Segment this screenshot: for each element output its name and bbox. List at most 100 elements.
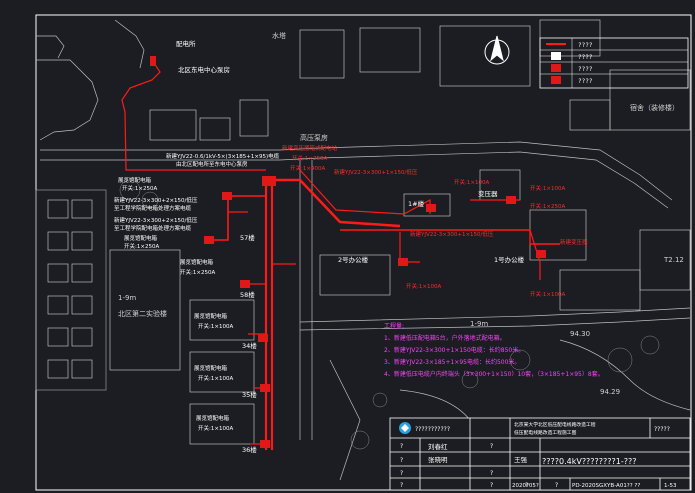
label-bldg-a: 1-9m [118, 294, 136, 302]
tree-hatch [119, 179, 660, 450]
title-drawing-title: ????0.4kV????????1-??? [542, 457, 637, 466]
svg-text:新建YJV22-0.6/1kV-5×(3×185+1×95): 新建YJV22-0.6/1kV-5×(3×185+1×95)电缆 [166, 152, 280, 160]
legend-box-symbol-2 [551, 64, 561, 72]
svg-text:开关:1×100A: 开关:1×100A [198, 424, 233, 432]
red-label-6: 开关:1×100A [530, 184, 565, 192]
callout-7: 展览馆配电箱 开关:1×100A [194, 312, 233, 330]
title-q-6: ? [490, 470, 493, 477]
title-q-4: ? [400, 482, 403, 489]
red-label-4: 新建YJV22-3×300+1×150/低压 [334, 168, 418, 176]
marker-1 [150, 56, 156, 66]
svg-text:展览馆配电箱: 展览馆配电箱 [196, 414, 230, 422]
title-block [389, 417, 691, 491]
red-label-11: 新建变压器 [560, 238, 588, 246]
title-q-5: ? [490, 443, 493, 450]
svg-text:至工程学院配电箱处理方案电缆: 至工程学院配电箱处理方案电缆 [114, 224, 192, 232]
title-number: PD-2020SGXYB-A01?? ?? [572, 483, 640, 489]
label-road-z: 94.30 [570, 330, 590, 338]
svg-text:展览馆配电箱: 展览馆配电箱 [180, 258, 214, 266]
red-label-8: 新建YJV22-3×300+1×150/低压 [410, 230, 494, 238]
red-label-3: 开关:1×400A [290, 164, 325, 172]
box-label-6: 34楼 [242, 341, 257, 350]
box-label-7: 35楼 [242, 390, 257, 399]
note-2: 2、新建YJV22-3×300+1×150电缆：长约850米。 [384, 346, 524, 354]
marker-12 [506, 196, 516, 204]
label-pump-room: 高压泵房 [300, 133, 328, 142]
marker-11 [536, 250, 546, 258]
signature-3: 王强 [514, 456, 528, 464]
svg-text:至工程学院配电箱处理方案电缆: 至工程学院配电箱处理方案电缆 [114, 204, 192, 212]
marker-4 [204, 236, 214, 244]
callout-4: 新建YJV22-3×300+2×150/低压 至工程学院配电箱处理方案电缆 [114, 216, 198, 232]
title-sheet: 1-53 [664, 483, 677, 489]
north-arrow-icon [484, 35, 510, 65]
marker-8 [260, 440, 270, 448]
callout-3: 新建YJV22-3×300+2×150/低压 至工程学院配电箱处理方案电缆 [114, 196, 198, 212]
svg-text:新建YJV22-3×300+2×150/低压: 新建YJV22-3×300+2×150/低压 [114, 196, 198, 204]
svg-text:由北区配电所至东电中心泵房: 由北区配电所至东电中心泵房 [176, 160, 248, 168]
red-label-2: 开关:1×250A [292, 154, 327, 162]
svg-text:开关:1×100A: 开关:1×100A [198, 374, 233, 382]
title-q-7: ? [490, 482, 493, 489]
red-label-9: 开关:1×100A [406, 282, 441, 290]
title-project: 北京某大学北区低压配电线路改造工程 [514, 421, 596, 428]
top-label-2: 北区东电中心泵房 [178, 65, 230, 74]
marker-10 [398, 258, 408, 266]
title-q-1: ? [400, 443, 403, 450]
red-label-5: 开关:1×100A [454, 178, 489, 186]
box-label-3: 1号办公楼 [494, 255, 525, 264]
label-water-tower: 水塔 [272, 31, 286, 40]
svg-text:开关:1×250A: 开关:1×250A [180, 268, 215, 276]
red-label-7: 开关:1×250A [530, 202, 565, 210]
marker-2 [262, 176, 276, 186]
callout-2: 展览馆配电箱 开关:1×250A [118, 176, 157, 192]
signature-2: 张晓明 [428, 455, 448, 464]
label-road-y: 94.29 [600, 388, 620, 396]
note-3: 3、新建YJV22-3×185+1×95电缆：长约500米。 [384, 358, 520, 366]
callout-9: 展览馆配电箱 开关:1×100A [196, 414, 233, 432]
svg-text:开关:1×250A: 开关:1×250A [122, 184, 157, 192]
note-4: 4、新建低压电缆户内终端头（3×300+1×150）10套，（3×185+1×9… [384, 370, 604, 378]
title-q-3: ? [400, 470, 403, 477]
title-q-9: ? [555, 482, 558, 489]
red-label-1: 新建变压器箱式配电站 [282, 144, 338, 152]
title-project-2: 低压配电线路改造工程施工图 [514, 429, 577, 436]
marker-5 [240, 280, 250, 288]
marker-6 [258, 334, 268, 342]
box-label-4: 57楼 [240, 233, 255, 242]
callout-6: 展览馆配电箱 开关:1×250A [180, 258, 215, 276]
box-label-5: 58楼 [240, 290, 255, 299]
callout-5: 展览馆配电箱 开关:1×250A [124, 234, 159, 250]
svg-text:开关:1×250A: 开关:1×250A [124, 242, 159, 250]
legend-text-1: ???? [578, 42, 593, 49]
svg-text:开关:1×100A: 开关:1×100A [198, 322, 233, 330]
svg-text:展览馆配电箱: 展览馆配电箱 [194, 364, 228, 372]
label-road-w: 1-9m [470, 320, 488, 328]
label-dorm: 宿舍（装修楼） [630, 103, 679, 112]
callout-8: 展览馆配电箱 开关:1×100A [194, 364, 233, 382]
signature-1: 刘春红 [428, 442, 448, 451]
box-label-1: 1#楼 [408, 199, 425, 208]
title-q-8: ? [525, 482, 528, 489]
title-q-2: ? [400, 457, 403, 464]
svg-text:展览馆配电箱: 展览馆配电箱 [194, 312, 228, 320]
legend-text-3: ???? [578, 66, 593, 73]
base-map [35, 19, 691, 481]
legend-text-4: ???? [578, 78, 593, 85]
svg-text:新建YJV22-3×300+2×150/低压: 新建YJV22-3×300+2×150/低压 [114, 216, 198, 224]
marker-9 [426, 204, 436, 212]
notes-title: 工程量: [384, 322, 404, 330]
label-road-x: T2.12 [663, 256, 684, 264]
title-stage: ????? [654, 426, 670, 433]
callout-1: 新建YJV22-0.6/1kV-5×(3×185+1×95)电缆 由北区配电所至… [166, 152, 280, 168]
legend: ???? ???? ???? ???? [539, 37, 689, 89]
title-date: 2020?05? [512, 483, 539, 489]
note-1: 1、新建低压配电箱5台，户外落地式配电箱。 [384, 334, 506, 342]
svg-text:展览馆配电箱: 展览馆配电箱 [124, 234, 158, 242]
legend-text-2: ???? [578, 54, 593, 61]
top-label-1: 配电所 [176, 39, 196, 48]
equipment-markers [150, 56, 546, 448]
svg-text:展览馆配电箱: 展览馆配电箱 [118, 176, 152, 184]
legend-box-symbol-3 [551, 76, 561, 84]
